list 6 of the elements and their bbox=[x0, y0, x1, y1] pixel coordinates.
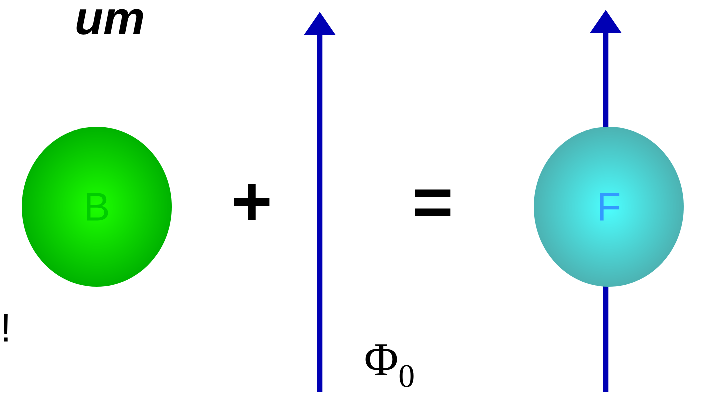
equals-sign: = bbox=[415, 190, 451, 216]
title-text: um bbox=[76, 9, 144, 35]
sphere: F bbox=[600, 193, 620, 221]
exclamation-mark: ! bbox=[4, 314, 8, 342]
flux-label: Φ$_{0}$ bbox=[366, 344, 414, 388]
plus-sign: + bbox=[234, 184, 270, 220]
